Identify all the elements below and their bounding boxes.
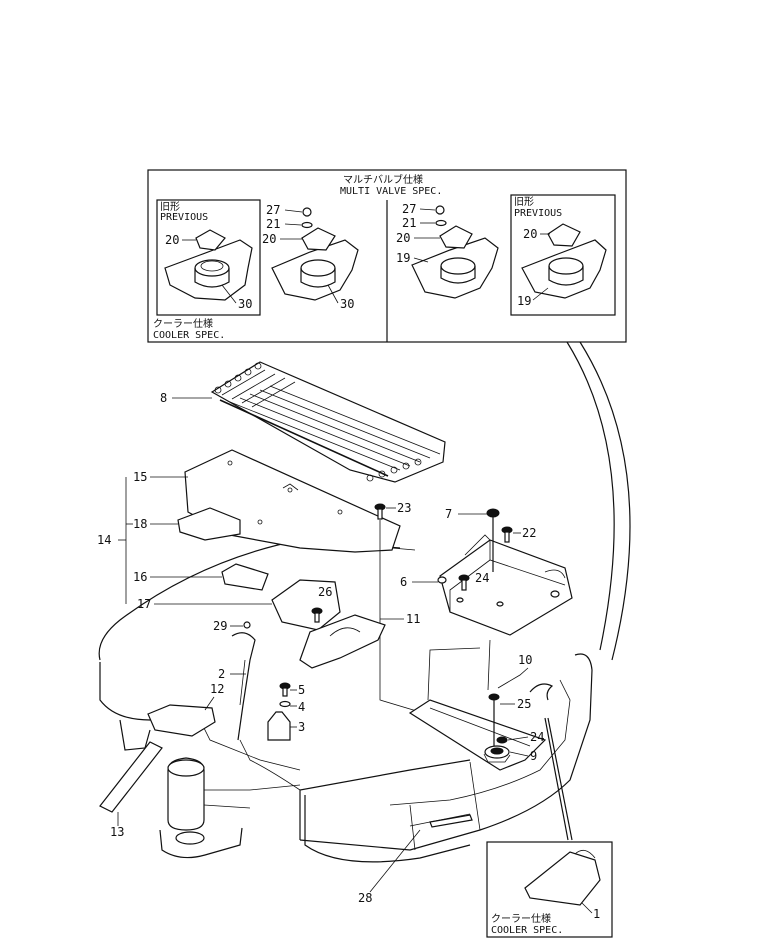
callout-27-a: 27 <box>266 203 280 217</box>
callout-20-d: 20 <box>523 227 537 241</box>
part-16-pad <box>221 563 269 591</box>
callout-5: 5 <box>298 683 305 697</box>
part-23-bolt <box>374 503 386 520</box>
multi-valve-ja-caption: マルチバルブ仕様 <box>343 173 423 186</box>
callout-13: 13 <box>110 825 124 839</box>
part-25-bolt <box>488 693 500 746</box>
part-3-bracket <box>267 711 291 741</box>
callout-30-a: 30 <box>238 297 252 311</box>
callout-16: 16 <box>133 570 147 584</box>
callout-22: 22 <box>522 526 536 540</box>
previous-ja-caption-right: 旧形 <box>514 196 534 208</box>
part-12-pad <box>147 704 216 737</box>
callout-25: 25 <box>517 697 531 711</box>
multi-valve-inset: マルチバルブ仕様 MULTI VALVE SPEC. 旧形 PREVIOUS 2… <box>147 169 627 343</box>
part-7-bolt <box>486 508 500 572</box>
previous-en-caption-left: PREVIOUS <box>160 212 208 223</box>
part-11-plate <box>299 614 386 669</box>
callout-9: 9 <box>530 749 537 763</box>
callout-26: 26 <box>318 585 332 599</box>
callout-23: 23 <box>397 501 411 515</box>
part-4-washer <box>279 700 291 708</box>
part-2-rod <box>231 632 256 741</box>
callout-19-a: 19 <box>396 251 410 265</box>
part-5-bolt <box>279 682 291 697</box>
cooler-inset-bottom: 1 クーラー仕様 COOLER SPEC. <box>486 841 613 938</box>
callout-20-c: 20 <box>396 231 410 245</box>
cooler-ja-caption-top: クーラー仕様 <box>153 317 213 330</box>
callout-1: 1 <box>593 907 600 921</box>
part-6-bracket-box <box>437 534 573 636</box>
callout-10: 10 <box>518 653 532 667</box>
cooler-ja-caption-bottom: クーラー仕様 <box>491 912 551 925</box>
part-18-mat <box>177 507 241 541</box>
callout-8: 8 <box>160 391 167 405</box>
previous-ja-caption-left: 旧形 <box>160 201 180 213</box>
callout-24-a: 24 <box>475 571 489 585</box>
cooler-en-caption-bottom: COOLER SPEC. <box>491 925 563 936</box>
main-frame <box>98 539 593 863</box>
callout-17: 17 <box>137 597 151 611</box>
callout-11: 11 <box>406 612 420 626</box>
callout-7: 7 <box>445 507 452 521</box>
callout-19-b: 19 <box>517 294 531 308</box>
callout-2: 2 <box>218 667 225 681</box>
previous-en-caption-right: PREVIOUS <box>514 208 562 219</box>
callout-12: 12 <box>210 682 224 696</box>
callout-15: 15 <box>133 470 147 484</box>
callout-29: 29 <box>213 619 227 633</box>
multi-valve-en-caption: MULTI VALVE SPEC. <box>340 186 442 197</box>
callout-21-b: 21 <box>402 216 416 230</box>
callout-21-a: 21 <box>266 217 280 231</box>
part-26-bolt <box>311 607 323 623</box>
callout-20-b: 20 <box>262 232 276 246</box>
cooler-en-caption-top: COOLER SPEC. <box>153 330 225 341</box>
part-8-cover <box>210 361 446 483</box>
part-22-bolt <box>501 526 513 543</box>
callout-3: 3 <box>298 720 305 734</box>
part-29-clip <box>243 621 251 629</box>
callout-27-b: 27 <box>402 202 416 216</box>
callout-18: 18 <box>133 517 147 531</box>
part-24-bolt-lower <box>496 736 508 744</box>
callout-30-b: 30 <box>340 297 354 311</box>
callout-24-b: 24 <box>530 730 544 744</box>
part-17-cover <box>271 579 341 631</box>
callout-6: 6 <box>400 575 407 589</box>
callout-4: 4 <box>298 700 305 714</box>
callout-20-a: 20 <box>165 233 179 247</box>
callout-14: 14 <box>97 533 111 547</box>
part-24-bolt-upper <box>458 574 470 591</box>
callout-28: 28 <box>358 891 372 905</box>
